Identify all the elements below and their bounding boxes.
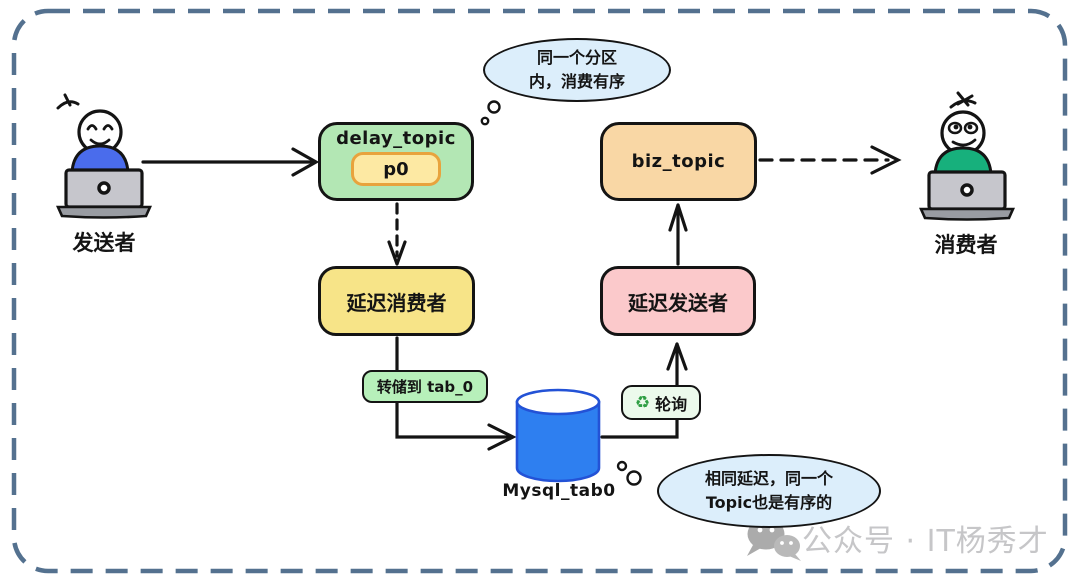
- consumer-pupil-left: [953, 124, 959, 130]
- consumer-avatar: [918, 91, 1016, 221]
- bubble-topic-line2: Topic也是有序的: [705, 493, 833, 512]
- database-cylinder-icon: [515, 388, 601, 483]
- arrow-sender-to-delay-topic: [141, 147, 320, 177]
- bubble-trail-top: [480, 100, 501, 126]
- sender-eyes: [86, 124, 114, 131]
- edge-label-poll: ♻ 轮询: [621, 385, 701, 420]
- delay-consumer-label: 延迟消费者: [346, 290, 447, 315]
- thought-bubble-partition-order: 同一个分区 内，消费有序: [483, 38, 671, 102]
- node-delay-sender: 延迟发送者: [600, 266, 756, 336]
- sender-laptop-logo: [97, 181, 111, 195]
- consumer-laptop-logo: [960, 183, 974, 197]
- consumer-label: 消费者: [934, 233, 998, 257]
- sender-label: 发送者: [72, 231, 136, 255]
- sender-shirt: [70, 144, 130, 174]
- consumer-laptop-base: [918, 207, 1016, 221]
- consumer-smile: [951, 138, 977, 147]
- database-label: Mysql_tab0: [502, 481, 616, 501]
- arrow-biz-topic-to-consumer: [758, 145, 902, 175]
- watermark-text: 公众号 · IT杨秀才: [802, 524, 1049, 559]
- recycle-icon: ♻: [634, 392, 651, 413]
- node-biz-topic: biz_topic: [600, 122, 757, 201]
- arrow-delay-sender-to-biz-topic: [668, 203, 688, 266]
- sender-smile: [89, 138, 111, 146]
- arrow-delay-topic-to-delay-consumer: [387, 202, 407, 266]
- bubble-topic-line1: 相同延迟，同一个: [704, 469, 833, 488]
- poll-label-text: 轮询: [655, 394, 688, 414]
- thought-bubble-topic-order: 相同延迟，同一个 Topic也是有序的: [657, 454, 881, 528]
- node-delay-consumer: 延迟消费者: [318, 266, 475, 336]
- delay-topic-label: delay_topic: [336, 128, 456, 149]
- consumer-pupil-right: [967, 124, 973, 130]
- consumer-hair: [949, 91, 977, 109]
- bubble-partition-line2: 内，消费有序: [528, 72, 625, 91]
- delay-sender-label: 延迟发送者: [628, 290, 728, 315]
- sender-hair: [56, 93, 80, 110]
- edge-label-dump-to-tab0: 转储到 tab_0: [362, 370, 488, 403]
- node-delay-topic: delay_topic p0: [318, 122, 474, 201]
- outer-dashed-border: [11, 8, 1068, 574]
- consumer-shirt: [933, 146, 993, 176]
- biz-topic-label: biz_topic: [631, 151, 726, 172]
- bubble-trail-bottom: [616, 460, 642, 486]
- partition-p0: p0: [351, 152, 441, 186]
- sender-avatar: [55, 93, 153, 219]
- arrow-database-to-delay-sender: [600, 342, 688, 439]
- sender-laptop-base: [55, 205, 153, 219]
- bubble-partition-line1: 同一个分区: [536, 48, 617, 67]
- dump-label-text: 转储到 tab_0: [376, 378, 474, 396]
